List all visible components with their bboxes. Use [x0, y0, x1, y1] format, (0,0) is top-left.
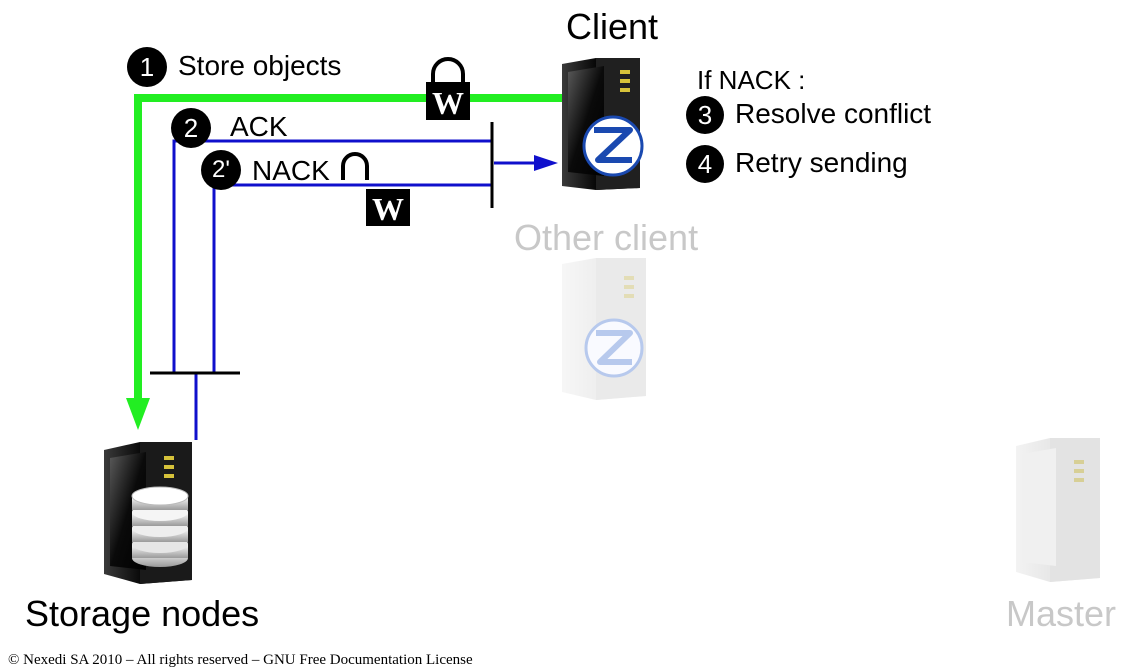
other-client-label: Other client — [514, 217, 699, 258]
lock-letter: W — [372, 191, 404, 227]
client-server-icon — [562, 58, 644, 190]
database-icon — [131, 486, 189, 567]
nack-line — [212, 183, 492, 372]
store-arrowhead — [126, 398, 150, 430]
master-server-icon — [1016, 438, 1100, 582]
step-4-label: Retry sending — [735, 147, 908, 178]
lock-letter: W — [432, 85, 464, 121]
storage-nodes-label: Storage nodes — [25, 593, 260, 634]
step-2-badge: 2 — [171, 108, 211, 148]
lock-open-icon: W — [341, 152, 410, 227]
lock-closed-icon: W — [426, 57, 470, 121]
step-1-badge: 1 — [127, 47, 167, 87]
ack-line — [172, 139, 492, 372]
step-2-label: ACK — [230, 111, 288, 142]
storage-server-icon — [104, 442, 192, 584]
if-nack-label: If NACK : — [697, 65, 806, 95]
footer-copyright: © Nexedi SA 2010 – All rights reserved –… — [8, 652, 473, 668]
step-3-badge: 3 — [686, 96, 724, 134]
reply-arrowhead — [534, 155, 558, 171]
other-client-server-icon — [562, 258, 646, 400]
step-3-label: Resolve conflict — [735, 98, 932, 129]
step-1-label: Store objects — [178, 50, 342, 81]
store-path — [134, 94, 562, 402]
master-label: Master — [1006, 593, 1117, 634]
zope-logo-icon — [584, 318, 644, 378]
step-2prime-label: NACK — [252, 155, 330, 186]
zope-logo-icon — [582, 115, 644, 177]
client-label: Client — [566, 6, 659, 47]
step-2prime-badge: 2' — [201, 150, 241, 190]
step-4-badge: 4 — [686, 145, 724, 183]
